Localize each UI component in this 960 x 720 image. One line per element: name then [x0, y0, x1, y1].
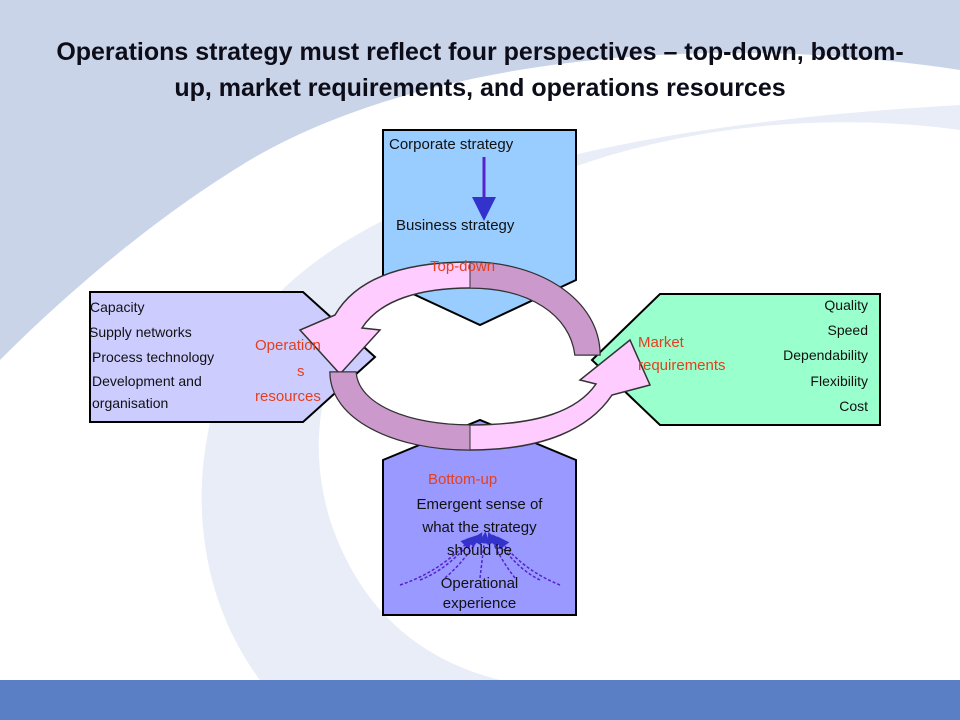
emergent-text-line2: what the strategy	[422, 519, 537, 536]
left-item-capacity: Capacity	[90, 299, 145, 315]
right-item-flexibility: Flexibility	[810, 373, 868, 389]
emergent-text-line3: should be	[446, 542, 513, 559]
operations-resources-label-line1: Operation	[255, 337, 321, 354]
market-requirements-label-line2: requirements	[638, 357, 726, 374]
operations-resources-label-line3: resources	[255, 388, 321, 405]
top-down-label: Top-down	[430, 258, 496, 275]
left-item-development: Development and	[92, 373, 202, 389]
slide-title: Operations strategy must reflect four pe…	[56, 38, 904, 102]
upper-arrow-shade	[469, 261, 601, 356]
market-requirements-label-line1: Market	[638, 334, 684, 351]
right-item-quality: Quality	[824, 297, 868, 313]
left-item-supply-networks: Supply networks	[89, 324, 192, 340]
market-requirements-box	[590, 293, 881, 426]
corporate-strategy-text: Corporate strategy	[389, 136, 514, 153]
emergent-text-line1: Emergent sense of	[416, 496, 543, 513]
operations-resources-label-line2: s	[297, 363, 305, 380]
footer-bar	[0, 680, 960, 720]
right-item-cost: Cost	[839, 398, 868, 414]
operational-experience-line2: experience	[442, 595, 517, 612]
business-strategy-text: Business strategy	[396, 217, 515, 234]
bottom-up-label: Bottom-up	[428, 471, 498, 488]
operational-experience-line1: Operational	[440, 575, 519, 592]
right-item-speed: Speed	[827, 322, 868, 338]
lower-arrow-shade	[329, 371, 471, 451]
left-item-process-technology: Process technology	[92, 349, 215, 365]
right-item-dependability: Dependability	[783, 347, 868, 363]
operational-experience-arrows	[399, 531, 561, 586]
left-item-organisation: organisation	[92, 395, 169, 411]
